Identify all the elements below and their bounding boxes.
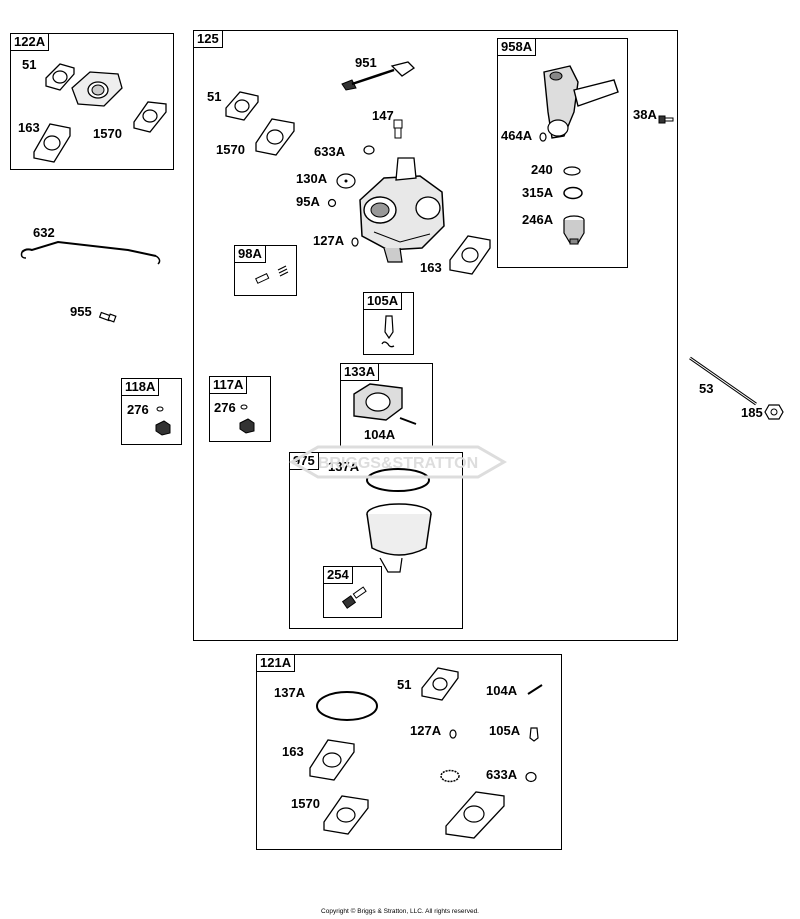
callout-315A[interactable]: 315A: [522, 185, 554, 200]
kit-box-125: 125: [193, 30, 678, 641]
callout-51-c[interactable]: 51: [397, 677, 412, 692]
intake-elbow-icon: [71, 71, 123, 107]
callout-1570-c[interactable]: 1570: [291, 796, 320, 811]
kit-tag-122A: 122A: [10, 33, 50, 51]
gasket-51-c-icon: [421, 667, 459, 701]
callout-127A[interactable]: 127A: [313, 233, 345, 248]
callout-240[interactable]: 240: [531, 162, 553, 177]
gasket-163-b-icon: [449, 235, 491, 275]
callout-127A-b[interactable]: 127A: [410, 723, 442, 738]
pin-spring-98A-icon: [255, 265, 289, 284]
oring-127A-icon: [351, 237, 359, 247]
kit-box-254: 254: [323, 566, 382, 618]
kit-tag-254: 254: [323, 566, 353, 584]
kit-tag-118A: 118A: [121, 378, 160, 396]
callout-1570-b[interactable]: 1570: [216, 142, 245, 157]
kit-box-105A: 105A: [363, 292, 414, 355]
kit-box-121A: 121A: [256, 654, 562, 850]
gasket-163-d-icon: [445, 791, 505, 839]
nut-633A-b-icon: [525, 771, 537, 783]
needle-valve-105A-icon: [381, 315, 395, 348]
kit-tag-121A: 121A: [256, 654, 296, 672]
jet-276-b-icon: [239, 404, 255, 434]
callout-633A[interactable]: 633A: [314, 144, 346, 159]
nut-185-icon: [764, 404, 784, 420]
callout-464A[interactable]: 464A: [501, 128, 533, 143]
nut-633A-icon: [363, 145, 375, 155]
callout-51-b[interactable]: 51: [207, 89, 222, 104]
screw-147-icon: [393, 119, 403, 139]
callout-163-c[interactable]: 163: [282, 744, 304, 759]
gasket-1570-b-icon: [255, 118, 295, 156]
callout-163[interactable]: 163: [18, 120, 40, 135]
oring-127A-b-icon: [449, 729, 457, 739]
pin-104A-b-icon: [527, 684, 543, 695]
callout-633A-b[interactable]: 633A: [486, 767, 518, 782]
primer-bulb-246A-icon: [563, 215, 585, 245]
copyright-notice: Copyright © Briggs & Stratton, LLC. All …: [321, 908, 479, 915]
kit-tag-958A: 958A: [497, 38, 537, 56]
gasket-1570-icon: [133, 101, 167, 133]
primer-bulb-assembly-icon: [543, 65, 619, 139]
jet-276-icon: [155, 406, 171, 436]
float-bowl-icon: [366, 503, 432, 573]
callout-137A-b[interactable]: 137A: [274, 685, 306, 700]
screw-38A-icon: [658, 115, 674, 124]
ring-240-icon: [563, 166, 581, 176]
carburetor-icon: [359, 157, 445, 263]
callout-53[interactable]: 53: [699, 381, 714, 396]
callout-137A[interactable]: 137A: [328, 459, 360, 474]
pin-104A-icon: [399, 417, 417, 425]
kit-box-118A: 118A: [121, 378, 182, 445]
callout-51[interactable]: 51: [22, 57, 37, 72]
kit-box-958A: 958A: [497, 38, 628, 268]
kit-tag-98A: 98A: [234, 245, 266, 263]
watermark-text: BRIGGS&STRATTON: [318, 455, 478, 472]
kit-tag-125: 125: [193, 30, 223, 48]
bowl-screw-254-icon: [341, 586, 367, 609]
kit-box-122A: 122A: [10, 33, 174, 170]
float-133A-icon: [353, 383, 403, 421]
oring-464A-icon: [539, 132, 547, 142]
kit-tag-105A: 105A: [363, 292, 403, 310]
callout-38A[interactable]: 38A: [633, 107, 657, 122]
oring-315A-icon: [563, 186, 583, 200]
gasket-51-icon: [45, 63, 75, 91]
kit-box-117A: 117A: [209, 376, 271, 442]
kit-tag-133A: 133A: [340, 363, 380, 381]
gasket-137A-icon: [366, 468, 430, 492]
callout-104A-b[interactable]: 104A: [486, 683, 518, 698]
callout-951[interactable]: 951: [355, 55, 377, 70]
callout-163-b[interactable]: 163: [420, 260, 442, 275]
callout-104A[interactable]: 104A: [364, 427, 396, 442]
callout-276-b[interactable]: 276: [214, 400, 236, 415]
choke-lever-icon: [341, 61, 416, 91]
kit-tag-117A: 117A: [209, 376, 248, 394]
callout-632[interactable]: 632: [33, 225, 55, 240]
gasket-51-b-icon: [225, 91, 259, 121]
callout-147[interactable]: 147: [372, 108, 394, 123]
screw-95A-icon: [327, 198, 337, 208]
kit-box-98A: 98A: [234, 245, 297, 296]
throttle-plate-icon: [336, 173, 356, 189]
gasket-137A-b-icon: [316, 691, 378, 721]
ring-240-b-icon: [440, 769, 460, 783]
callout-185[interactable]: 185: [741, 405, 763, 420]
callout-246A[interactable]: 246A: [522, 212, 554, 227]
callout-955[interactable]: 955: [70, 304, 92, 319]
gasket-163-c-icon: [309, 739, 355, 781]
gasket-1570-c-icon: [323, 795, 369, 835]
callout-105A-b[interactable]: 105A: [489, 723, 521, 738]
needle-105A-b-icon: [529, 727, 539, 742]
gasket-163-icon: [33, 123, 71, 163]
watermark-logo: BRIGGS&STRATTON: [288, 445, 508, 479]
throttle-shaft-53-icon: [689, 356, 757, 406]
governor-link-icon: [20, 240, 161, 265]
callout-95A[interactable]: 95A: [296, 194, 320, 209]
callout-130A[interactable]: 130A: [296, 171, 328, 186]
callout-1570[interactable]: 1570: [93, 126, 122, 141]
screw-955-icon: [98, 311, 117, 323]
callout-276[interactable]: 276: [127, 402, 149, 417]
